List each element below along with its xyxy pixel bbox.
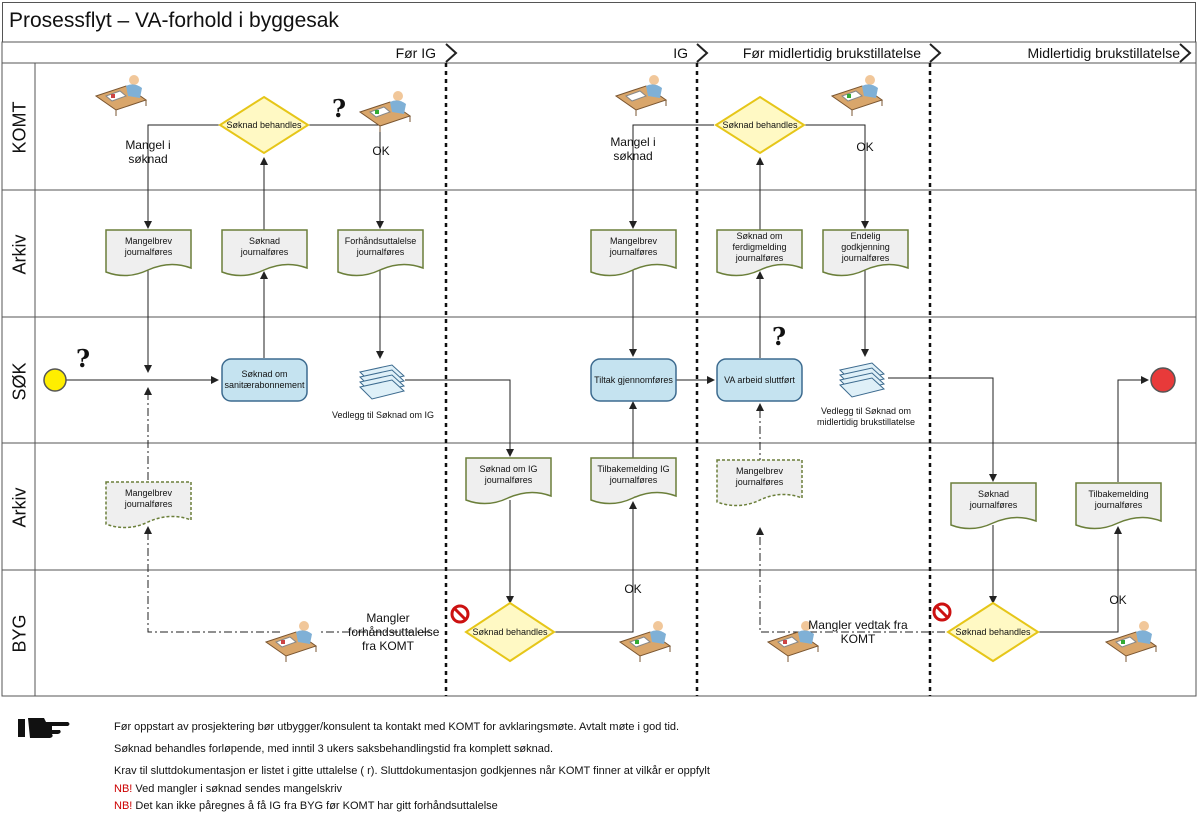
start-event: [43, 368, 67, 392]
label-ok-1: OK: [372, 144, 390, 158]
question-mark-3: ?: [772, 322, 787, 351]
pointing-hand-icon: [18, 718, 70, 738]
doc-tilbakemelding-ig: Tilbakemelding IG journalføres: [597, 464, 670, 485]
person-desk-icon: [94, 75, 1158, 662]
label-mangler-forhandsuttalelse: Mangler forhåndsuttalelse fra KOMT: [348, 611, 440, 653]
doc-mangelbrev-4: Mangelbrev journalføres: [735, 466, 784, 487]
end-event: [1150, 367, 1176, 393]
process-va-arbeid: VA arbeid sluttført: [724, 374, 795, 385]
doc-soknad-om-ig: Søknad om IG journalføres: [479, 464, 538, 485]
label-mangler-vedtak: Mangler vedtak fra KOMT: [808, 618, 908, 646]
documents: [105, 229, 1162, 530]
no-entry-icon: [932, 602, 952, 622]
process-tiltak: Tiltak gjennomføres: [594, 374, 673, 385]
byg-decision-1: Søknad behandles: [472, 626, 548, 637]
doc-ferdigmelding: Søknad om ferdigmelding journalføres: [732, 230, 787, 263]
nb-note-1: NB! Ved mangler i søknad sendes mangelsk…: [114, 783, 343, 795]
doc-endelig-godkjenning: Endelig godkjenning journalføres: [841, 230, 890, 263]
question-mark-1: ?: [76, 344, 91, 373]
page-title: Prosessflyt – VA-forhold i byggesak: [2, 2, 1196, 42]
phase-label-for-midlertidig: Før midlertidig brukstillatelse: [742, 45, 921, 61]
byg-decision-2: Søknad behandles: [955, 626, 1031, 637]
phase-separators: [444, 63, 932, 696]
no-entry-icon: [450, 604, 470, 624]
note-3: Krav til sluttdokumentasjon er listet i …: [114, 765, 710, 777]
doc-soknad-journalfores: Søknad journalføres: [240, 236, 289, 257]
decision-diamonds: [218, 95, 1040, 663]
label-mangel-1: Mangel i søknad: [125, 138, 171, 166]
lane-label-arkiv-2: Arkiv: [9, 487, 30, 527]
doc-mangelbrev-1: Mangelbrev journalføres: [124, 236, 173, 257]
doc-mangelbrev-2: Mangelbrev journalføres: [609, 236, 658, 257]
document-stack-icon: [838, 362, 886, 398]
lane-label-arkiv: Arkiv: [9, 234, 30, 274]
document-stack-icon: [358, 364, 406, 400]
komt-decision-2: Søknad behandles: [722, 119, 798, 130]
vedlegg-label-2: Vedlegg til Søknad om midlertidig brukst…: [816, 406, 916, 427]
phase-label-for-ig: Før IG: [395, 45, 436, 61]
lane-label-komt: KOMT: [9, 101, 30, 153]
label-ok-2: OK: [856, 140, 874, 154]
label-byg-ok-1: OK: [624, 582, 642, 596]
phase-chevrons: [445, 43, 1192, 63]
documents-dashed: [105, 459, 803, 529]
note-2: Søknad behandles forløpende, med inntil …: [114, 743, 554, 755]
komt-decision-1: Søknad behandles: [226, 119, 302, 130]
question-mark-2: ?: [332, 94, 347, 123]
note-1: Før oppstart av prosjektering bør utbygg…: [114, 721, 680, 733]
doc-mangelbrev-3: Mangelbrev journalføres: [124, 488, 173, 509]
phase-label-ig: IG: [673, 45, 688, 61]
doc-tilbakemelding: Tilbakemelding journalføres: [1088, 489, 1149, 510]
lane-label-sok: SØK: [9, 361, 30, 401]
phase-label-midlertidig: Midlertidig brukstillatelse: [1027, 45, 1180, 61]
label-byg-ok-2: OK: [1109, 593, 1127, 607]
label-mangel-2: Mangel i søknad: [610, 135, 656, 163]
doc-soknad-journalfores-2: Søknad journalføres: [969, 489, 1018, 510]
nb-note-2: NB! Det kan ikke påregnes å få IG fra BY…: [114, 800, 498, 812]
vedlegg-label-1: Vedlegg til Søknad om IG: [331, 409, 435, 420]
process-sanitarabonnement: Søknad om sanitærabonnement: [224, 369, 305, 390]
doc-forhandsuttalelse: Forhåndsuttalelse journalføres: [344, 236, 417, 257]
process-boxes: [221, 358, 803, 402]
lane-label-byg: BYG: [9, 613, 30, 653]
